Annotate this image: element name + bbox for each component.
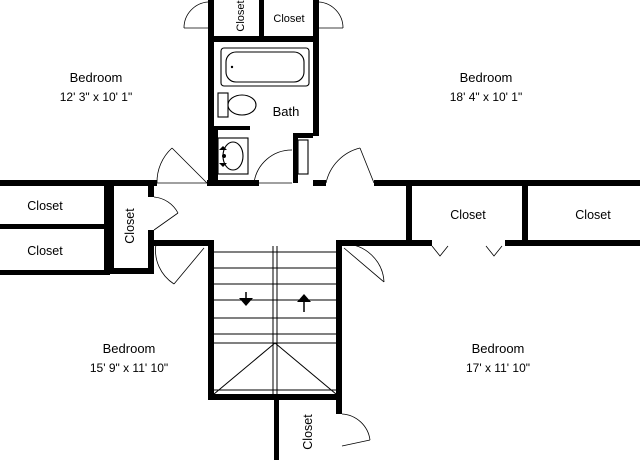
closet-label-hall-west: Closet: [123, 208, 137, 244]
bath-label: Bath: [273, 104, 300, 119]
bedroom-sw: Bedroom 15' 9" x 11' 10": [90, 341, 168, 375]
bedroom-ne-dimensions: 18' 4" x 10' 1": [450, 90, 522, 104]
closet-label-top-right: Closet: [273, 13, 304, 25]
bedroom-se-dimensions: 17' x 11' 10": [466, 361, 530, 375]
bedroom-sw-dimensions: 15' 9" x 11' 10": [90, 361, 168, 375]
bedroom-nw: Bedroom 12' 3" x 10' 1": [60, 70, 132, 104]
staircase: [213, 246, 337, 395]
arrow-down-icon: [239, 292, 253, 306]
closet-label-east-center: Closet: [450, 208, 486, 222]
toilet: [217, 92, 257, 118]
closet-label-west-upper: Closet: [27, 199, 63, 213]
bedroom-ne: Bedroom 18' 4" x 10' 1": [450, 70, 522, 104]
bedroom-se: Bedroom 17' x 11' 10": [466, 341, 530, 375]
doors: [10, 1, 630, 447]
closet-label-south: Closet: [301, 414, 315, 450]
bedroom-se-name: Bedroom: [472, 341, 525, 356]
bedroom-sw-name: Bedroom: [103, 341, 156, 356]
bedroom-nw-dimensions: 12' 3" x 10' 1": [60, 90, 132, 104]
bedroom-nw-name: Bedroom: [70, 70, 123, 85]
arrow-up-icon: [297, 294, 311, 312]
closet-label-top-left: Closet: [235, 0, 247, 31]
closet-label-west-lower: Closet: [27, 244, 63, 258]
bath-fixtures: [217, 47, 310, 175]
closet-label-east-far: Closet: [575, 208, 611, 222]
sink: [217, 137, 249, 175]
bedroom-ne-name: Bedroom: [460, 70, 513, 85]
